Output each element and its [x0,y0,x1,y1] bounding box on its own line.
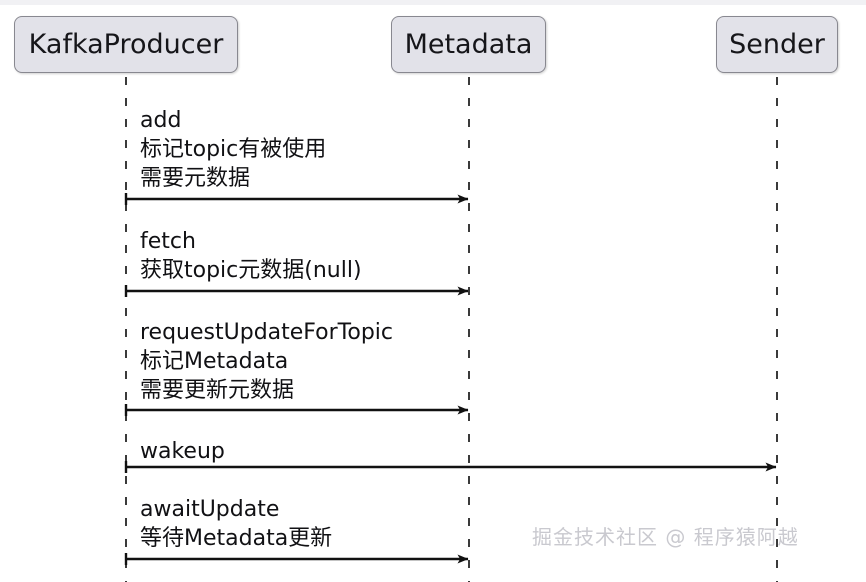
message-label-line: requestUpdateForTopic [140,320,394,345]
participant-label-sender: Sender [729,29,825,60]
participant-label-kafkaproducer: KafkaProducer [28,29,224,60]
message-label-line: fetch [140,229,196,254]
top-edge-strip [0,0,866,5]
message-label-line: 标记Metadata [140,349,289,374]
lifelines-group [125,77,778,582]
participant-box-kafkaproducer[interactable]: KafkaProducer [14,16,238,73]
message-arrows-group [124,193,777,565]
message-label-requestupdatefortopic: requestUpdateForTopic 标记Metadata 需要更新元数据 [140,318,393,405]
message-label-line: 需要元数据 [140,166,251,191]
participant-box-metadata[interactable]: Metadata [391,16,546,73]
message-label-add: add 标记topic有被使用需要元数据 [140,106,326,193]
message-label-line: 需要更新元数据 [140,378,295,403]
participant-label-metadata: Metadata [404,29,533,60]
message-label-line: add [140,108,182,133]
message-label-wakeup: wakeup [140,437,225,466]
message-label-fetch: fetch 获取topic元数据(null) [140,227,362,285]
message-label-line: 标记topic有被使用 [140,137,327,162]
message-label-line: awaitUpdate [140,497,280,522]
message-label-line: 获取topic元数据(null) [140,258,362,283]
watermark-text: 掘金技术社区 @ 程序猿阿越 [532,525,799,549]
message-label-line: wakeup [140,439,225,464]
message-label-line: 等待Metadata更新 [140,526,333,551]
message-label-awaitupdate: awaitUpdate 等待Metadata更新 [140,495,332,553]
participant-box-sender[interactable]: Sender [716,16,838,73]
